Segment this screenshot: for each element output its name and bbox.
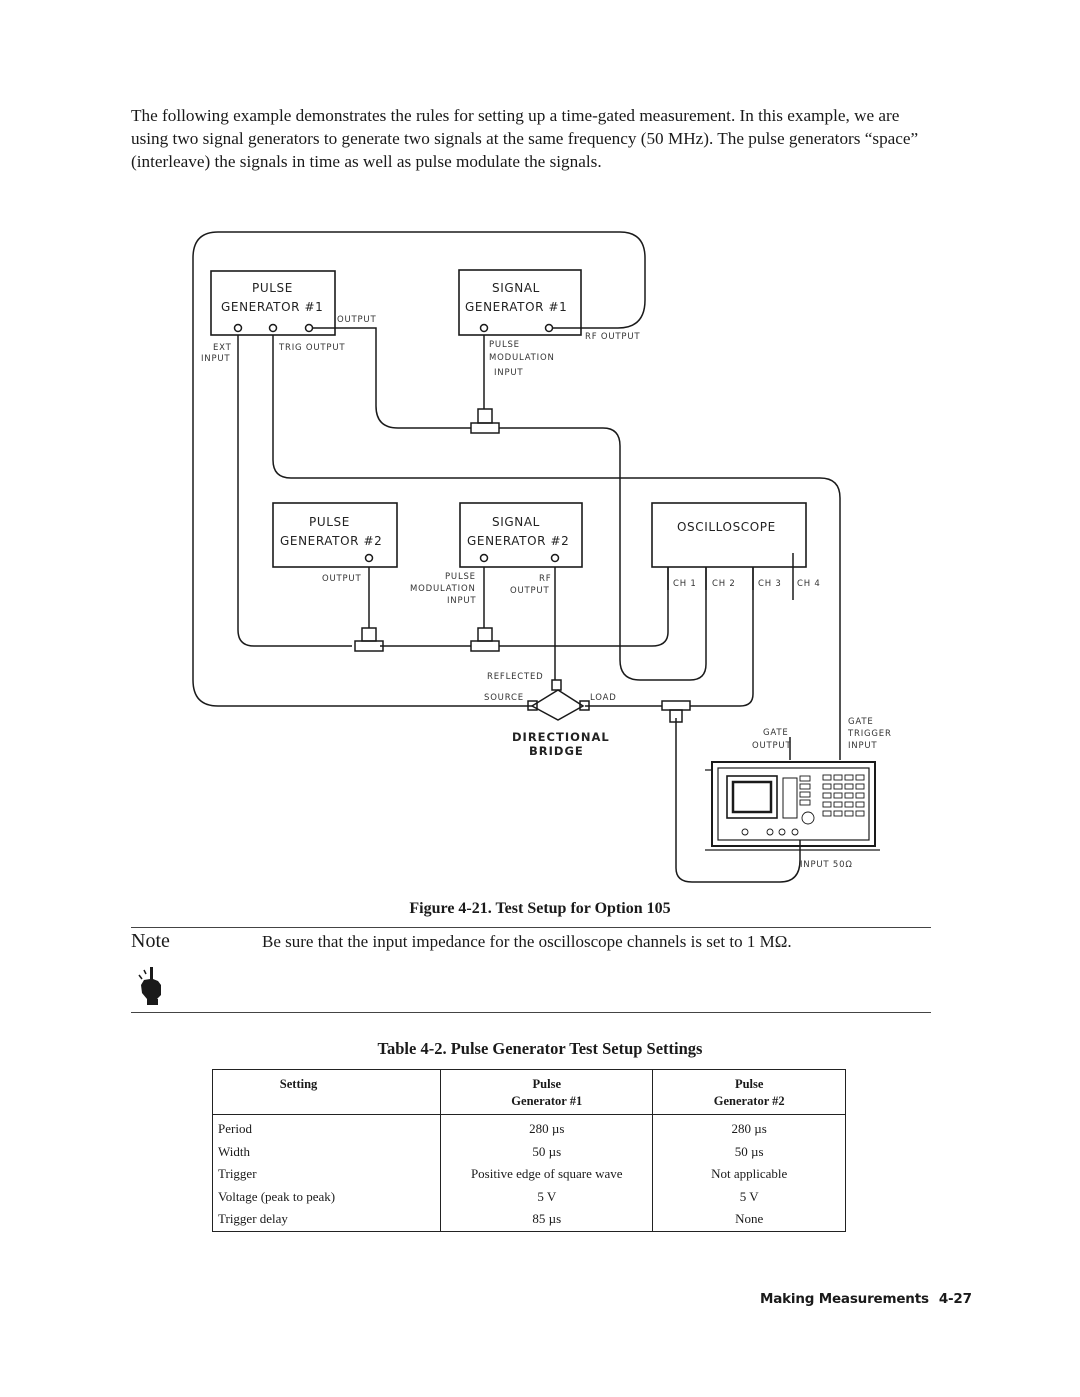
cell-pg2: 5 V [652,1185,846,1208]
footer-section: Making Measurements [760,1291,929,1307]
test-setup-diagram: PULSE GENERATOR #1 SIGNAL GENERATOR #1 P… [192,231,892,883]
svg-text:OUTPUT: OUTPUT [322,574,361,584]
svg-text:GATE: GATE [763,728,789,738]
svg-text:INPUT: INPUT [494,368,523,378]
header-setting: Setting [211,1069,442,1115]
cell-pg1: Positive edge of square wave [440,1163,654,1186]
svg-text:MODULATION: MODULATION [489,353,555,363]
svg-text:PULSE: PULSE [445,572,476,582]
svg-text:GATE: GATE [848,717,874,727]
svg-text:INPUT: INPUT [848,741,877,751]
cell-pg1: 5 V [440,1185,654,1208]
cable-wires [192,231,841,883]
svg-text:MODULATION: MODULATION [410,584,476,594]
cell-pg2: None [652,1208,846,1231]
table-row: Trigger Positive edge of square wave Not… [211,1163,846,1186]
svg-text:INPUT 50Ω: INPUT 50Ω [800,860,853,870]
cell-setting: Trigger delay [211,1208,442,1231]
svg-text:LOAD: LOAD [590,693,617,703]
svg-text:EXT: EXT [213,343,232,353]
divider-bottom [131,1012,931,1013]
svg-text:RF: RF [539,574,551,584]
table-row: Trigger delay 85 µs None [211,1208,846,1231]
spectrum-analyzer [705,761,880,851]
svg-text:INPUT: INPUT [447,596,476,606]
note-label: Note [131,930,170,952]
svg-text:CH 2: CH 2 [712,579,736,589]
pulse-gen-2-label-2: GENERATOR #2 [280,534,382,548]
tee-connectors [354,408,691,723]
svg-text:REFLECTED: REFLECTED [487,672,544,682]
svg-text:RF OUTPUT: RF OUTPUT [585,332,640,342]
signal-gen-2-label-2: GENERATOR #2 [467,534,569,548]
pulse-gen-1-label-1: PULSE [252,281,293,295]
table-row: Voltage (peak to peak) 5 V 5 V [211,1185,846,1208]
cell-setting: Width [211,1140,442,1163]
svg-text:TRIGGER: TRIGGER [847,729,892,739]
signal-gen-1-label-2: GENERATOR #1 [465,300,567,314]
svg-text:SOURCE: SOURCE [484,693,524,703]
svg-text:INPUT: INPUT [201,354,230,364]
svg-text:TRIG OUTPUT: TRIG OUTPUT [278,343,345,353]
figure-caption: Figure 4-21. Test Setup for Option 105 [409,900,671,917]
table-row: Width 50 µs 50 µs [211,1140,846,1163]
signal-gen-1-label-1: SIGNAL [492,281,540,295]
cell-pg1: 280 µs [440,1114,654,1141]
bridge-label-2: BRIDGE [529,744,584,758]
divider-top [131,927,931,928]
oscilloscope-box: OSCILLOSCOPE [651,502,807,568]
signal-generator-1-box: SIGNAL GENERATOR #1 [458,269,582,336]
cell-pg2: 50 µs [652,1140,846,1163]
pulse-gen-1-label-2: GENERATOR #1 [221,300,323,314]
table-caption: Table 4-2. Pulse Generator Test Setup Se… [377,1039,703,1058]
cell-setting: Period [211,1114,442,1141]
signal-generator-2-box: SIGNAL GENERATOR #2 [459,502,583,568]
svg-text:OUTPUT: OUTPUT [510,586,549,596]
cell-setting: Trigger [211,1163,442,1186]
pointing-hand-icon [138,967,161,1005]
cell-pg1: 85 µs [440,1208,654,1231]
note-text: Be sure that the input impedance for the… [262,932,792,951]
cell-pg1: 50 µs [440,1140,654,1163]
svg-text:PULSE: PULSE [489,340,520,350]
svg-text:OUTPUT: OUTPUT [337,315,376,325]
page-number: 4-27 [938,1291,972,1307]
page-footer: Making Measurements 4-27 [760,1291,972,1307]
intro-paragraph: The following example demonstrates the r… [131,106,919,171]
diagram-small-labels: OUTPUT EXT INPUT TRIG OUTPUT RF OUTPUT P… [201,315,892,870]
cell-pg2: Not applicable [652,1163,846,1186]
svg-text:CH 3: CH 3 [758,579,782,589]
table-row: Period 280 µs 280 µs [211,1114,846,1141]
svg-text:CH 4: CH 4 [797,579,821,589]
pulse-generator-1-box: PULSE GENERATOR #1 [210,270,336,336]
signal-gen-2-label-1: SIGNAL [492,515,540,529]
svg-text:OUTPUT: OUTPUT [752,741,791,751]
oscilloscope-label: OSCILLOSCOPE [677,520,776,534]
svg-text:CH 1: CH 1 [673,579,697,589]
pulse-generator-2-box: PULSE GENERATOR #2 [272,502,398,568]
directional-bridge: DIRECTIONAL BRIDGE [512,679,610,758]
pulse-gen-2-label-1: PULSE [309,515,350,529]
cell-setting: Voltage (peak to peak) [211,1185,442,1208]
bridge-label-1: DIRECTIONAL [512,730,610,744]
cell-pg2: 280 µs [652,1114,846,1141]
